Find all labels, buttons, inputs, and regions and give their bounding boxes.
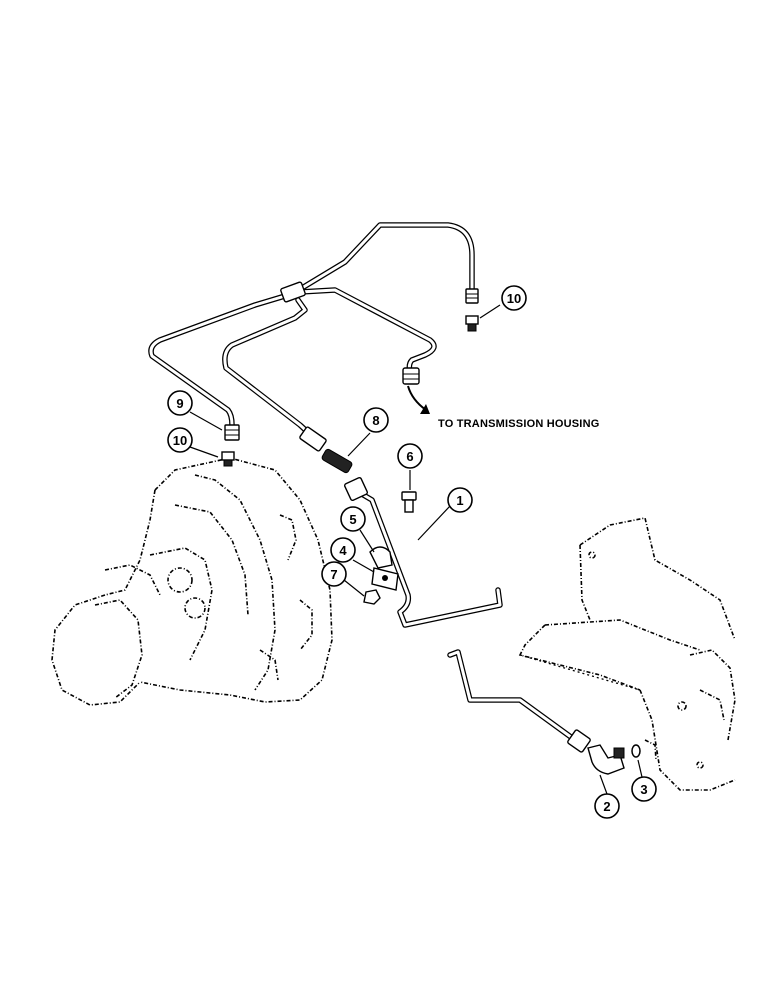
callout-5: 5 bbox=[340, 506, 366, 532]
callout-4-label: 4 bbox=[339, 543, 347, 558]
bolt-6 bbox=[401, 491, 417, 513]
line-nut-8 bbox=[299, 426, 327, 452]
callout-2-label: 2 bbox=[603, 799, 610, 814]
callout-6: 6 bbox=[397, 443, 423, 469]
coupling-fitting-8 bbox=[321, 448, 353, 474]
adapter-fitting-10-left bbox=[221, 451, 235, 467]
transmission-housing-phantom bbox=[518, 517, 736, 791]
bracket-4 bbox=[371, 567, 399, 591]
callout-8-label: 8 bbox=[372, 413, 379, 428]
callout-3-label: 3 bbox=[640, 782, 647, 797]
callout-10-left-label: 10 bbox=[173, 433, 187, 448]
callout-6-label: 6 bbox=[406, 449, 413, 464]
line-nut-9 bbox=[224, 424, 240, 441]
line-nut-transmission bbox=[402, 367, 420, 385]
o-ring-3 bbox=[631, 744, 641, 758]
callout-8: 8 bbox=[363, 407, 389, 433]
callout-5-label: 5 bbox=[349, 512, 356, 527]
axle-housing-phantom bbox=[51, 457, 333, 706]
adapter-fitting-10-top bbox=[465, 315, 479, 332]
callout-10-top-label: 10 bbox=[507, 291, 521, 306]
callout-2: 2 bbox=[594, 793, 620, 819]
callout-9: 9 bbox=[167, 390, 193, 416]
transmission-housing-note: TO TRANSMISSION HOUSING bbox=[438, 418, 599, 430]
line-nut-lower bbox=[567, 729, 591, 753]
callout-1: 1 bbox=[447, 487, 473, 513]
callout-7: 7 bbox=[321, 561, 347, 587]
callout-10-top: 10 bbox=[501, 285, 527, 311]
callout-10-left: 10 bbox=[167, 427, 193, 453]
elbow-fitting-2 bbox=[587, 744, 625, 775]
callout-9-label: 9 bbox=[176, 396, 183, 411]
brake-line-1 bbox=[343, 476, 503, 628]
callout-1-label: 1 bbox=[456, 493, 463, 508]
leader-lines bbox=[189, 304, 643, 795]
callout-3: 3 bbox=[631, 776, 657, 802]
callout-4: 4 bbox=[330, 537, 356, 563]
line-nut-top-right bbox=[465, 288, 479, 304]
lower-brake-line bbox=[447, 649, 578, 743]
brake-line-assembly bbox=[148, 222, 475, 441]
transmission-arrow bbox=[407, 385, 430, 414]
nut-7 bbox=[363, 589, 381, 605]
callout-7-label: 7 bbox=[330, 567, 337, 582]
